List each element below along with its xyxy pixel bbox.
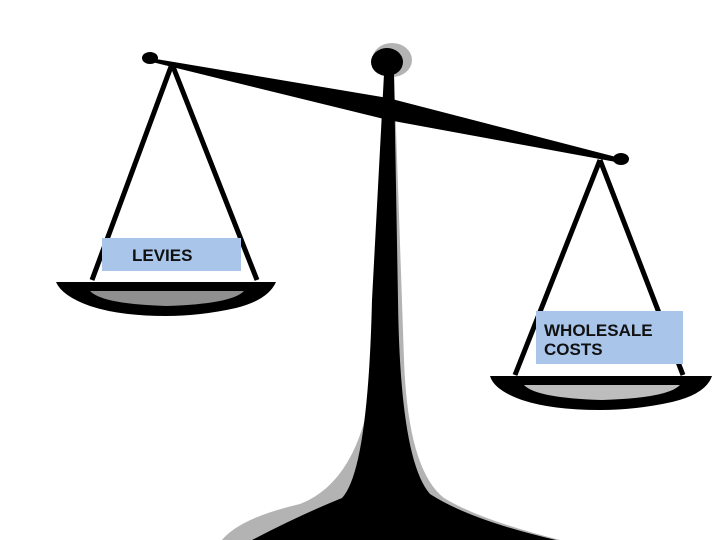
left-pan bbox=[56, 282, 276, 316]
right-pan bbox=[490, 376, 712, 410]
beam-end-left bbox=[142, 52, 158, 64]
beam-end-right bbox=[613, 153, 629, 165]
pivot-knob bbox=[371, 48, 403, 76]
levies-label: LEVIES bbox=[102, 238, 241, 271]
wholesale-costs-label: WHOLESALE COSTS bbox=[536, 311, 683, 364]
pillar bbox=[252, 74, 556, 540]
